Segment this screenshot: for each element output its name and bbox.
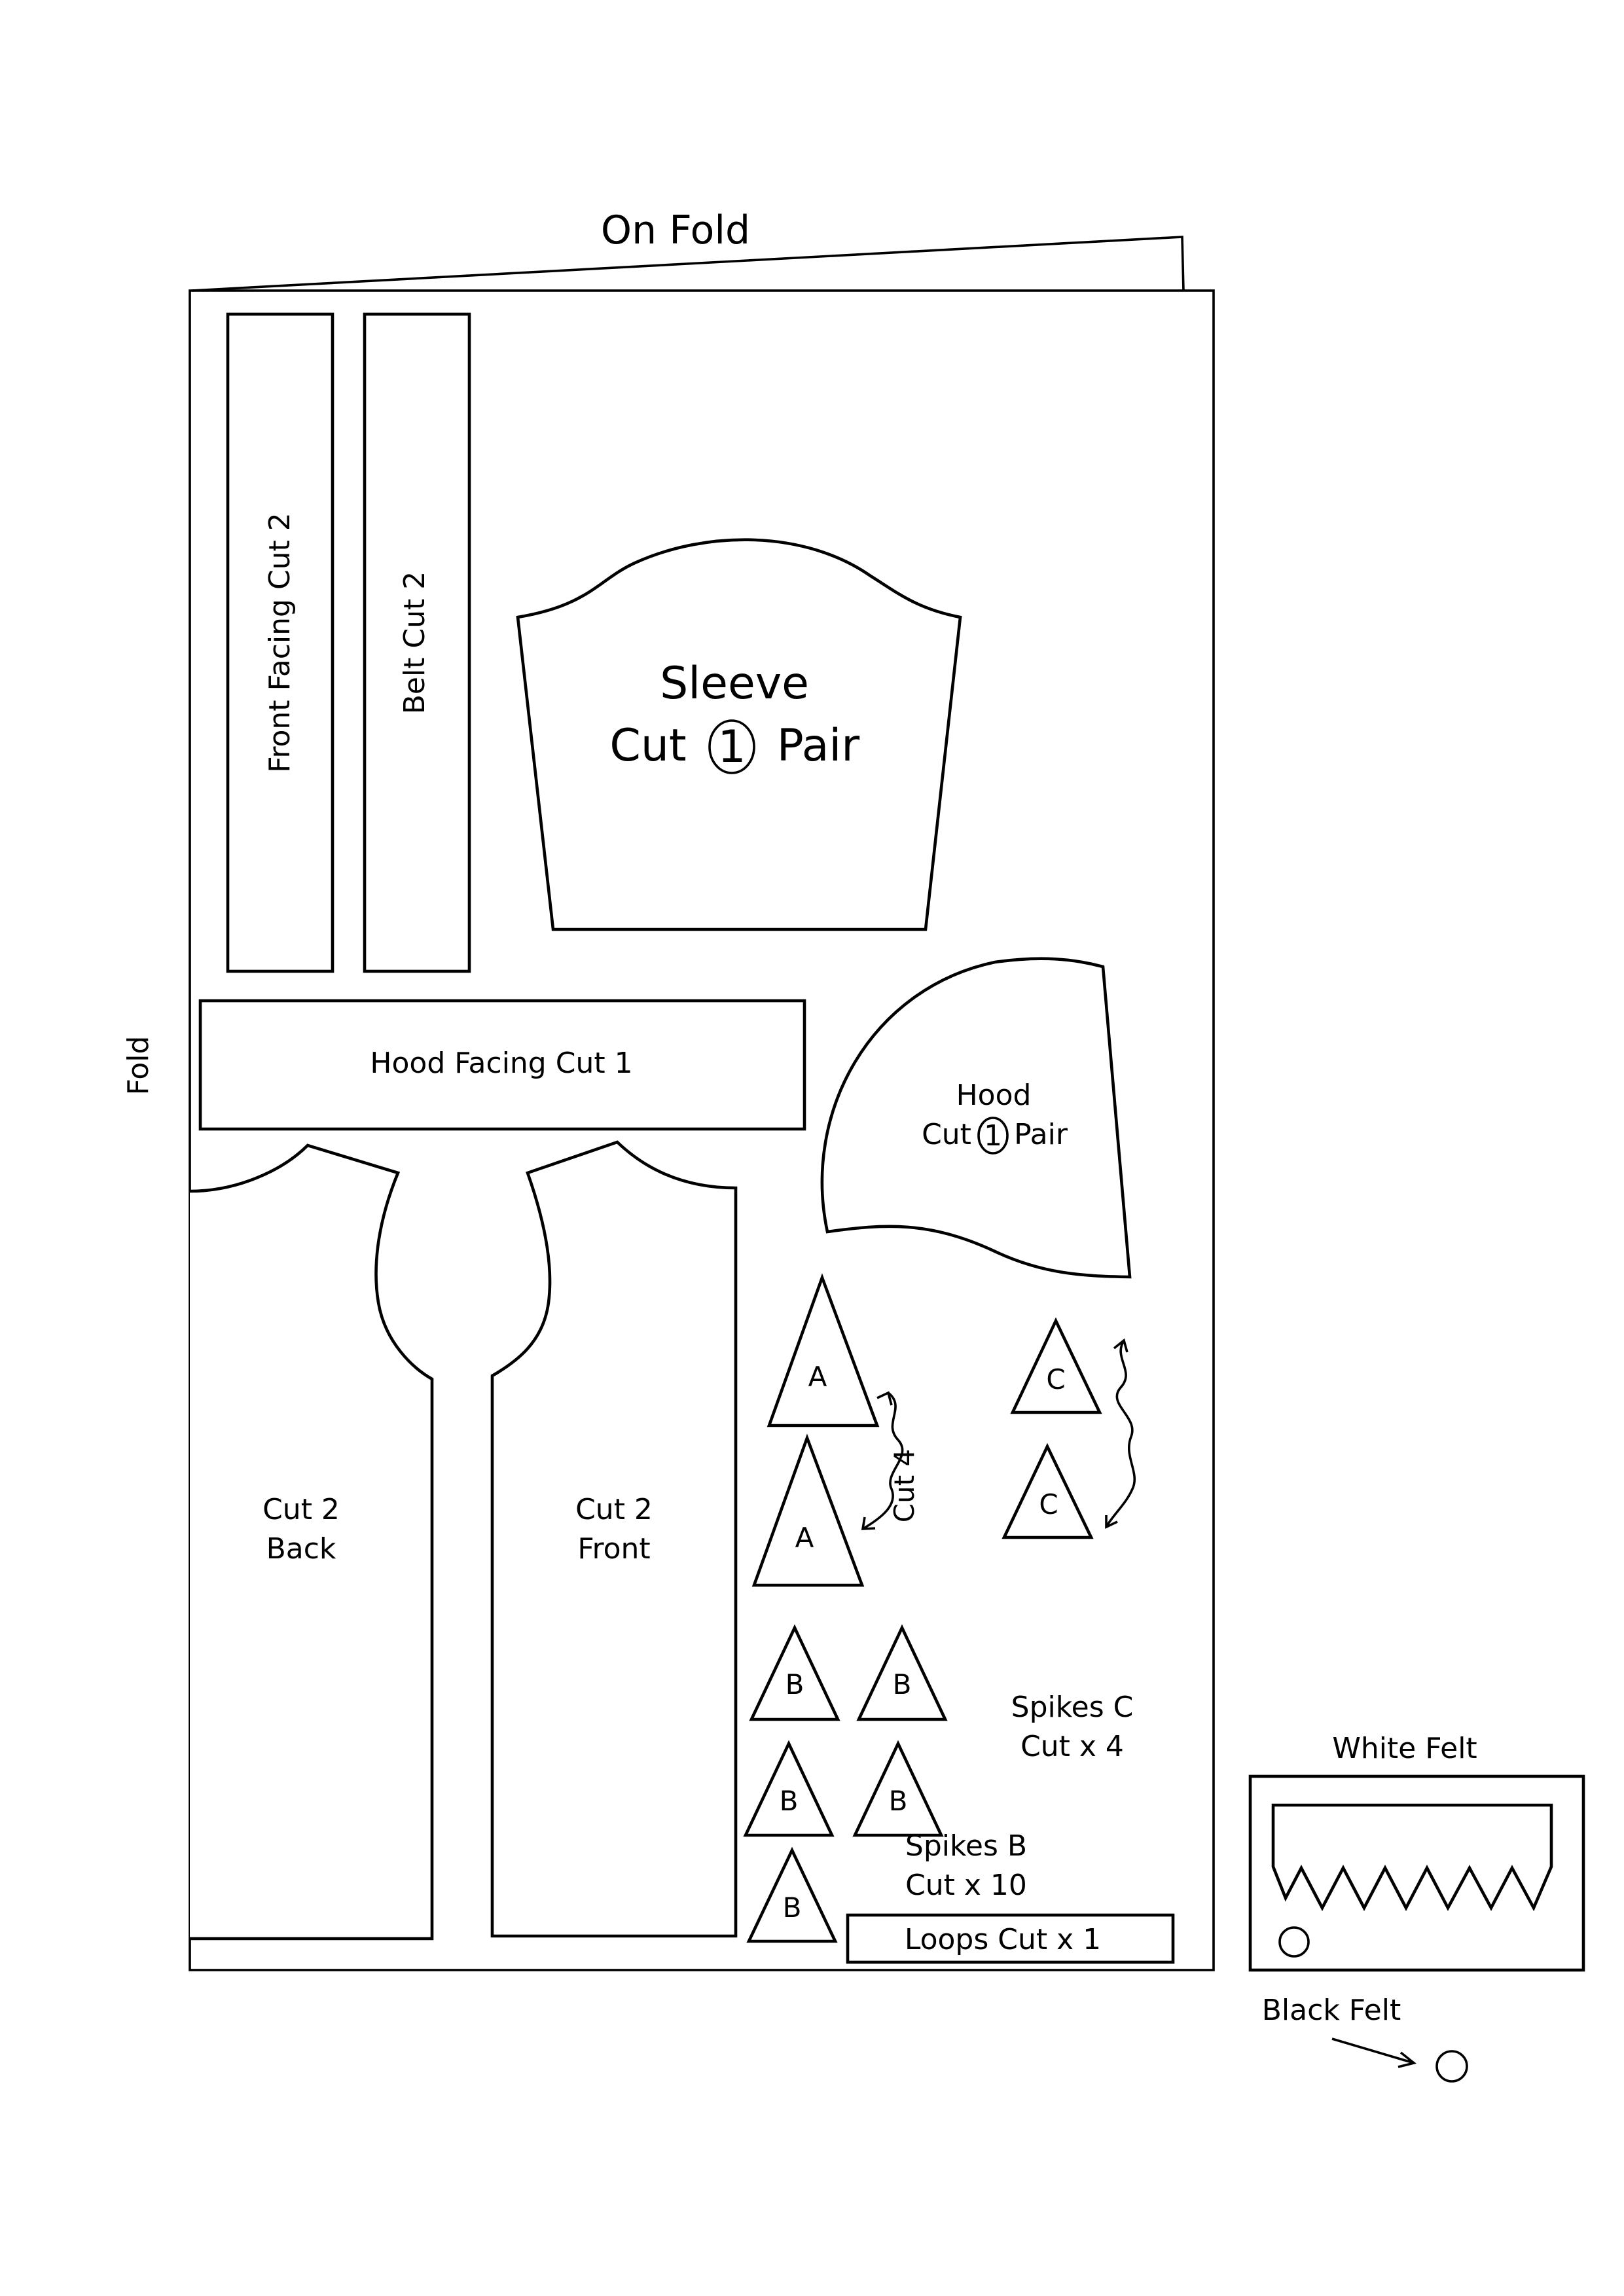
spike-a-arrowhead [861,1516,876,1530]
spikes-c-label-line2: Cut x 4 [1020,1730,1124,1763]
spike-c-letter: C [1039,1488,1058,1520]
front-facing-label: Front Facing Cut 2 [263,512,297,773]
spike-c-arrowhead [1105,1515,1118,1529]
spike-c-wavy-arrow [1105,1340,1136,1528]
back-label-line2: Back [266,1532,336,1566]
mouth-teeth-piece [1271,1803,1553,1912]
hood-cut-word: Cut [922,1118,971,1151]
fold-side-label: Fold [122,1036,155,1096]
spike-b-triangle [852,1740,944,1837]
hood-piece [820,957,1132,1279]
hood-facing-piece [198,999,806,1131]
back-label-line1: Cut 2 [262,1493,340,1526]
sleeve-count: 1 [717,721,746,773]
sleeve-piece [516,538,962,931]
spikes-b-label-line1: Spikes B [905,1829,1027,1863]
sleeve-pair-word: Pair [777,720,860,772]
hood-title: Hood [956,1079,1032,1112]
spike-a-letter: A [808,1361,827,1393]
front-piece [490,1140,738,1938]
spike-b-triangle [749,1624,840,1721]
black-felt-arrowhead [1398,2051,1416,2068]
spike-b-letter: B [889,1785,908,1817]
front-facing-piece [226,312,334,973]
sleeve-cut-word: Cut [609,720,686,772]
back-piece [189,1143,434,1941]
spike-a-triangle [751,1433,865,1587]
belt-piece [363,312,471,973]
felt-eye-circle [1278,1926,1310,1958]
front-label-line2: Front [577,1532,650,1566]
front-label-line1: Cut 2 [575,1493,653,1526]
hood-facing-label: Hood Facing Cut 1 [370,1047,632,1080]
spike-c-triangle [1010,1317,1102,1414]
spike-b-triangle [743,1740,835,1837]
spike-a-letter: A [795,1522,814,1554]
black-felt-circle [1435,2050,1468,2083]
loops-label: Loops Cut x 1 [905,1923,1101,1956]
spike-c-letter: C [1046,1363,1065,1395]
spike-a-triangle [767,1273,880,1427]
black-felt-label: Black Felt [1262,1994,1401,2027]
spike-a-wavy-arrow [862,1391,904,1530]
on-fold-label: On Fold [601,207,750,253]
spikes-b-label-line2: Cut x 10 [905,1869,1027,1902]
spikes-c-label-line1: Spikes C [1011,1691,1134,1724]
spike-a-arrowhead [876,1391,893,1406]
hood-pair-word: Pair [1014,1118,1068,1151]
hood-count: 1 [984,1119,1002,1153]
spike-a-cut-label: Cut 4 [888,1449,920,1523]
belt-label: Belt Cut 2 [398,571,431,715]
white-felt-label: White Felt [1332,1732,1477,1765]
sleeve-title: Sleeve [660,658,809,709]
spike-b-letter: B [893,1668,912,1700]
black-felt-arrow [1331,2037,1415,2064]
sleeve-count-circle [708,719,755,774]
hood-count-circle [977,1117,1009,1155]
loops-piece [846,1913,1175,1964]
fabric-sheet-outline [189,289,1215,1971]
spike-b-letter: B [783,1892,802,1924]
spike-b-letter: B [780,1785,799,1817]
spike-b-triangle [746,1846,838,1943]
spike-b-triangle [856,1624,948,1721]
spike-b-letter: B [785,1668,804,1700]
spike-c-arrowhead [1113,1338,1128,1353]
spike-c-triangle [1001,1443,1094,1539]
fold-flap [191,236,1185,292]
